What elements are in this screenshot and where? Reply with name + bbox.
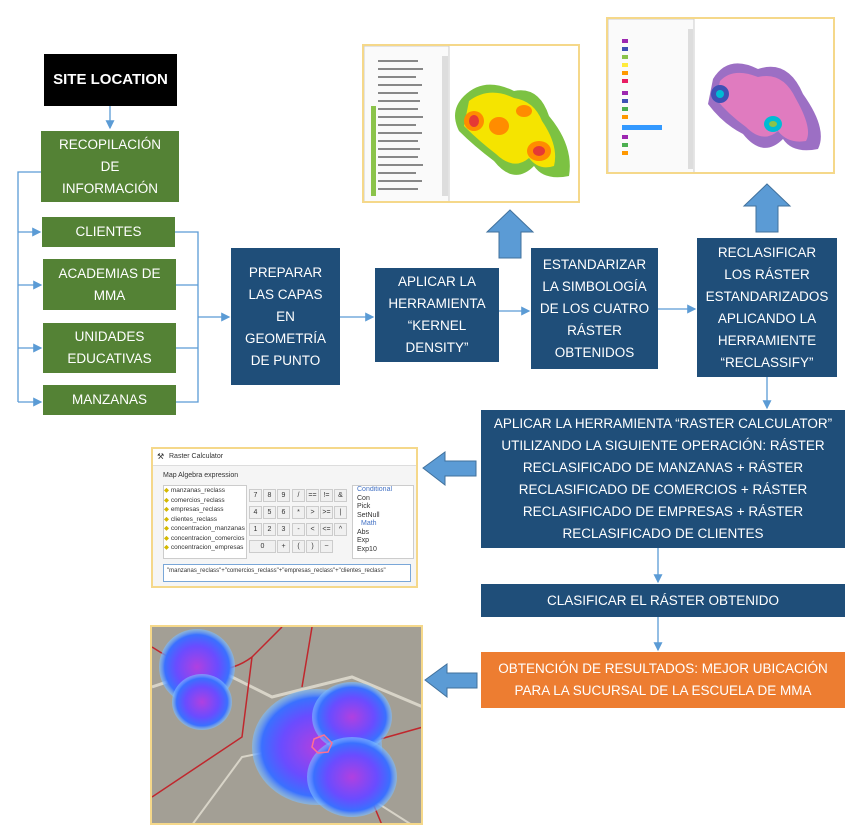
calc-key[interactable]: 3 <box>277 523 290 536</box>
hammer-icon: ⚒ <box>157 452 165 461</box>
obtencion-box: OBTENCIÓN DE RESULTADOS: MEJOR UBICACIÓN… <box>481 652 845 708</box>
raster-layer-icon: ◆ <box>164 534 169 542</box>
raster-layer-icon: ◆ <box>164 496 169 504</box>
raster-layer-icon: ◆ <box>164 487 169 494</box>
keypad: 789/==!=&456*>>=|123-<<=^0.+()~ <box>249 489 348 559</box>
reclassify-screenshot <box>606 17 835 174</box>
dialog-title: Raster Calculator <box>169 453 224 460</box>
calc-key[interactable]: + <box>277 540 290 553</box>
raster-layer-icon: ◆ <box>164 525 169 532</box>
reclasificar-box: RECLASIFICAR LOS RÁSTER ESTANDARIZADOS A… <box>697 238 837 377</box>
layer-item[interactable]: ◆ clientes_reclass <box>164 515 246 525</box>
result-map <box>150 625 423 825</box>
left-arrow-1 <box>422 451 477 487</box>
unidades-box: UNIDADES EDUCATIVAS <box>43 323 176 373</box>
calc-key[interactable]: 0 <box>249 540 276 553</box>
layer-name: comercios_reclass <box>170 496 225 504</box>
layer-name: manzanas_reclass <box>170 487 226 494</box>
func-abs[interactable]: Abs <box>357 528 370 536</box>
calc-key[interactable]: - <box>292 523 305 536</box>
func-pick[interactable]: Pick <box>357 503 371 510</box>
calc-key[interactable]: 2 <box>263 523 276 536</box>
function-list[interactable]: Conditional Con Pick SetNull Math Abs Ex… <box>352 485 414 559</box>
estandarizar-box: ESTANDARIZAR LA SIMBOLOGÍA DE LOS CUATRO… <box>531 248 658 369</box>
raster-layer-icon: ◆ <box>164 544 169 551</box>
expression-input[interactable]: "manzanas_reclass"+"comercios_reclass"+"… <box>163 564 411 582</box>
calc-key[interactable]: 8 <box>263 489 276 502</box>
layer-item[interactable]: ◆ concentracion_comercios <box>164 534 246 544</box>
func-header-conditional: Conditional <box>357 486 393 493</box>
site-location-box: SITE LOCATION <box>44 54 177 106</box>
calc-key[interactable]: < <box>306 523 319 536</box>
calc-key[interactable]: 5 <box>263 506 276 519</box>
raster-layer-icon: ◆ <box>164 515 169 523</box>
calc-key[interactable]: * <box>292 506 305 519</box>
raster-calculator-dialog: ⚒ Raster Calculator Map Algebra expressi… <box>151 447 418 588</box>
layer-item[interactable]: ◆ manzanas_reclass <box>164 486 246 496</box>
layer-name: empresas_reclass <box>170 506 224 513</box>
calc-key[interactable]: 6 <box>277 506 290 519</box>
calc-key[interactable]: ( <box>292 540 305 553</box>
layer-item[interactable]: ◆ empresas_reclass <box>164 505 246 515</box>
calc-key[interactable]: 7 <box>249 489 262 502</box>
kernel-density-screenshot <box>362 44 580 203</box>
calc-key[interactable]: ~ <box>320 540 333 553</box>
func-exp10[interactable]: Exp10 <box>357 545 377 553</box>
calc-key[interactable]: | <box>334 506 347 519</box>
kernel-density-box: APLICAR LA HERRAMIENTA “KERNEL DENSITY” <box>375 268 499 362</box>
layer-item[interactable]: ◆ comercios_reclass <box>164 496 246 506</box>
calc-key[interactable]: & <box>334 489 347 502</box>
layer-name: concentracion_empresas <box>170 544 244 551</box>
up-arrow-1 <box>485 209 535 259</box>
calc-key[interactable]: ) <box>306 540 319 553</box>
clientes-box: CLIENTES <box>42 217 175 247</box>
layer-name: concentracion_comercios <box>170 534 245 542</box>
dialog-titlebar: ⚒ Raster Calculator <box>153 449 416 466</box>
calc-key[interactable]: ^ <box>334 523 347 536</box>
manzanas-box: MANZANAS <box>43 385 176 415</box>
raster-layer-icon: ◆ <box>164 506 169 513</box>
academias-box: ACADEMIAS DE MMA <box>43 259 176 310</box>
layer-item[interactable]: ◆ concentracion_empresas <box>164 543 246 553</box>
left-arrow-2 <box>424 663 478 699</box>
up-arrow-2 <box>742 183 792 233</box>
calc-key[interactable]: != <box>320 489 333 502</box>
recopilacion-box: RECOPILACIÓN DE INFORMACIÓN <box>41 131 179 202</box>
raster-calculator-box: APLICAR LA HERRAMIENTA “RASTER CALCULATO… <box>481 410 845 548</box>
clasificar-box: CLASIFICAR EL RÁSTER OBTENIDO <box>481 584 845 617</box>
layer-list[interactable]: ◆ manzanas_reclass◆ comercios_reclass◆ e… <box>163 485 247 559</box>
layer-name: concentracion_manzanas <box>170 525 245 532</box>
func-header-math: Math <box>361 520 377 527</box>
calc-key[interactable]: 4 <box>249 506 262 519</box>
func-setnull[interactable]: SetNull <box>357 511 380 519</box>
calc-key[interactable]: 1 <box>249 523 262 536</box>
func-con[interactable]: Con <box>357 494 370 502</box>
preparar-box: PREPARAR LAS CAPAS EN GEOMETRÍA DE PUNTO <box>231 248 340 385</box>
calc-key[interactable]: <= <box>320 523 333 536</box>
calc-key[interactable]: == <box>306 489 319 502</box>
expression-label: Map Algebra expression <box>163 472 239 479</box>
calc-key[interactable]: >= <box>320 506 333 519</box>
layer-item[interactable]: ◆ concentracion_manzanas <box>164 524 246 534</box>
calc-key[interactable]: > <box>306 506 319 519</box>
layer-name: clientes_reclass <box>170 515 218 523</box>
calc-key[interactable]: 9 <box>277 489 290 502</box>
calc-key[interactable]: / <box>292 489 305 502</box>
func-exp[interactable]: Exp <box>357 537 370 544</box>
